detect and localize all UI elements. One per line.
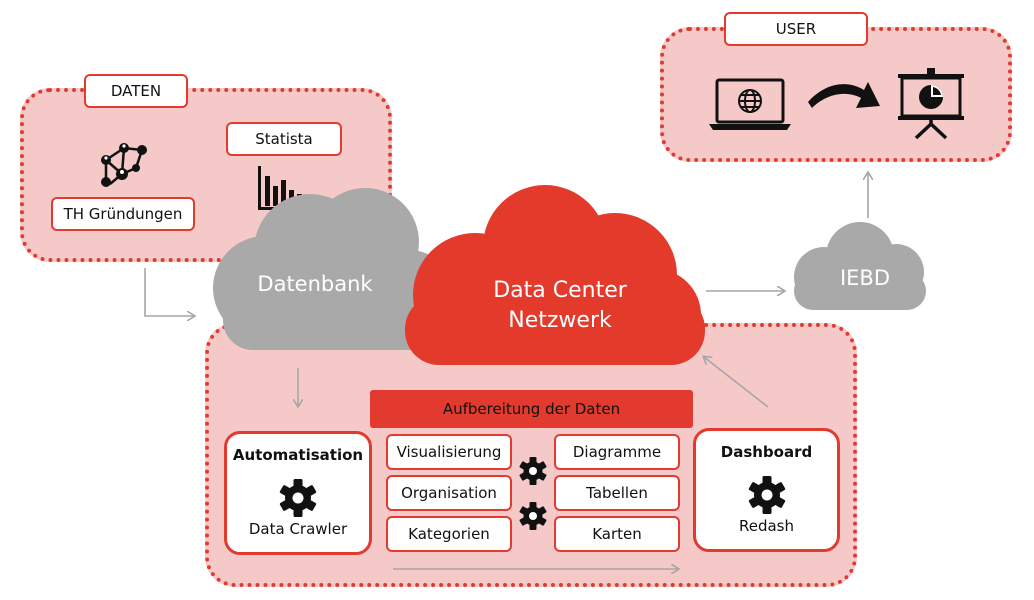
- automatisation-title: Automatisation: [232, 446, 364, 464]
- gear-icon: [279, 479, 317, 517]
- user-tag: USER: [724, 12, 868, 46]
- presentation-board-icon: [898, 68, 964, 140]
- dashboard-subtitle: Redash: [738, 517, 794, 535]
- automatisation-card: Automatisation Data Crawler: [224, 431, 372, 555]
- gear-icon: [519, 502, 547, 530]
- item-organisation: Organisation: [386, 475, 512, 511]
- th-gruendungen-tag: TH Gründungen: [51, 197, 195, 231]
- gear-icon: [519, 457, 547, 485]
- arrow-daten-to-datenbank: [144, 268, 194, 316]
- data-center-cloud: [405, 185, 705, 365]
- network-icon: [101, 143, 147, 187]
- item-karten: Karten: [554, 516, 680, 552]
- automatisation-subtitle: Data Crawler: [248, 520, 348, 538]
- gear-icon: [748, 476, 785, 514]
- item-visualisierung: Visualisierung: [386, 434, 512, 470]
- dashboard-card: Dashboard Redash: [693, 428, 840, 552]
- item-diagramme: Diagramme: [554, 434, 680, 470]
- datenbank-label: Datenbank: [257, 272, 373, 296]
- item-tabellen: Tabellen: [554, 475, 680, 511]
- aufbereitung-banner: Aufbereitung der Daten: [370, 390, 693, 428]
- iebd-label: IEBD: [839, 266, 891, 290]
- arrow-dashboard-to-datacenter: [704, 357, 769, 408]
- item-kategorien: Kategorien: [386, 516, 512, 552]
- statista-tag: Statista: [226, 122, 342, 156]
- curved-arrow-icon: [808, 82, 880, 108]
- iebd-cloud: [794, 222, 926, 310]
- data-center-label-line2: Netzwerk: [508, 307, 612, 333]
- daten-zone: [20, 88, 392, 262]
- data-center-label: Data Center Netzwerk: [450, 276, 670, 335]
- daten-tag: DATEN: [84, 74, 188, 108]
- data-center-label-line1: Data Center: [493, 278, 627, 303]
- dashboard-title: Dashboard: [720, 443, 813, 461]
- laptop-globe-icon: [709, 78, 791, 130]
